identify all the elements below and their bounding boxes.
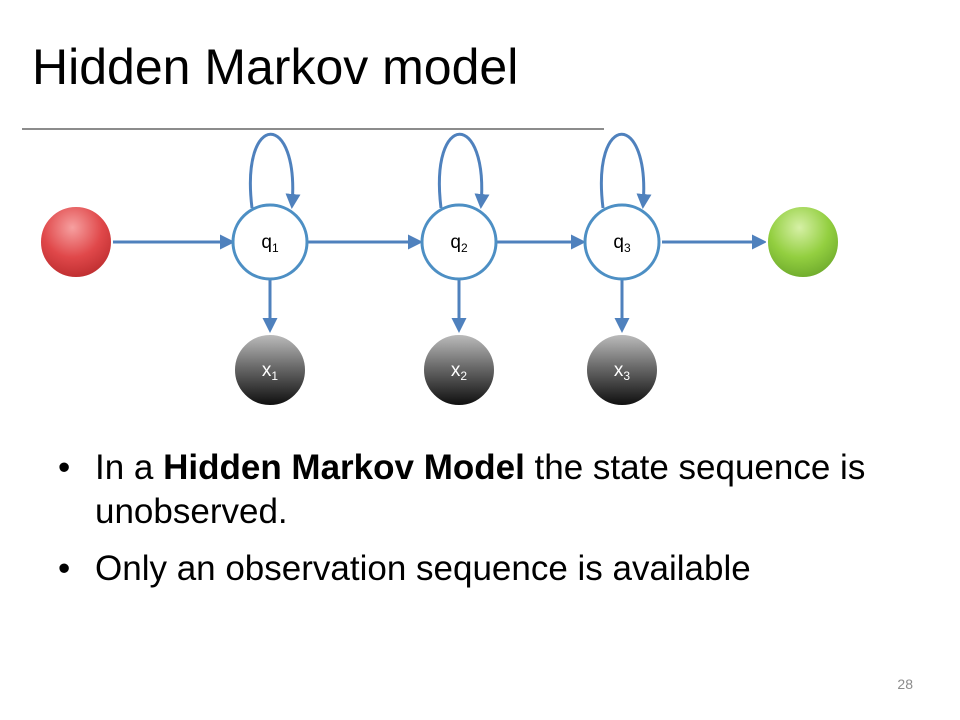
observation-x2 bbox=[422, 333, 496, 407]
self-loop-q1 bbox=[249, 132, 301, 209]
hmm-diagram: q1 q2 q3 x1 x2 x3 bbox=[39, 132, 840, 407]
bullet-item: • In a Hidden Markov Model the state seq… bbox=[58, 446, 918, 534]
hidden-state-label-q1: q1 bbox=[261, 232, 279, 255]
bullet-list: • In a Hidden Markov Model the state seq… bbox=[58, 446, 918, 604]
bullet-text-before: Only an observation sequence is availabl… bbox=[95, 549, 751, 588]
bullet-marker: • bbox=[58, 549, 71, 588]
observation-label-x2: x2 bbox=[451, 360, 468, 383]
hidden-state-label-q2: q2 bbox=[450, 232, 468, 255]
observation-label-x1: x1 bbox=[262, 360, 279, 383]
hidden-state-q2 bbox=[420, 203, 498, 281]
hidden-state-label-q3: q3 bbox=[613, 232, 631, 255]
observation-x3 bbox=[585, 333, 659, 407]
end-node bbox=[766, 205, 840, 279]
slide-title: Hidden Markov model bbox=[32, 39, 519, 95]
title-underline bbox=[22, 128, 604, 130]
hidden-state-q3 bbox=[583, 203, 661, 281]
bullet-text-before: In a bbox=[95, 448, 164, 487]
observation-label-x3: x3 bbox=[614, 360, 631, 383]
self-loop-q3 bbox=[600, 132, 652, 209]
bullet-item: • Only an observation sequence is availa… bbox=[58, 547, 918, 591]
bullet-text-bold: Hidden Markov Model bbox=[163, 448, 525, 487]
start-node bbox=[39, 205, 113, 279]
observation-x1 bbox=[233, 333, 307, 407]
hidden-state-q1 bbox=[231, 203, 309, 281]
bullet-text-after: the state sequence is unobserved. bbox=[95, 448, 866, 531]
page-number: 28 bbox=[897, 676, 913, 692]
self-loop-q2 bbox=[438, 132, 490, 209]
bullet-marker: • bbox=[58, 448, 71, 487]
